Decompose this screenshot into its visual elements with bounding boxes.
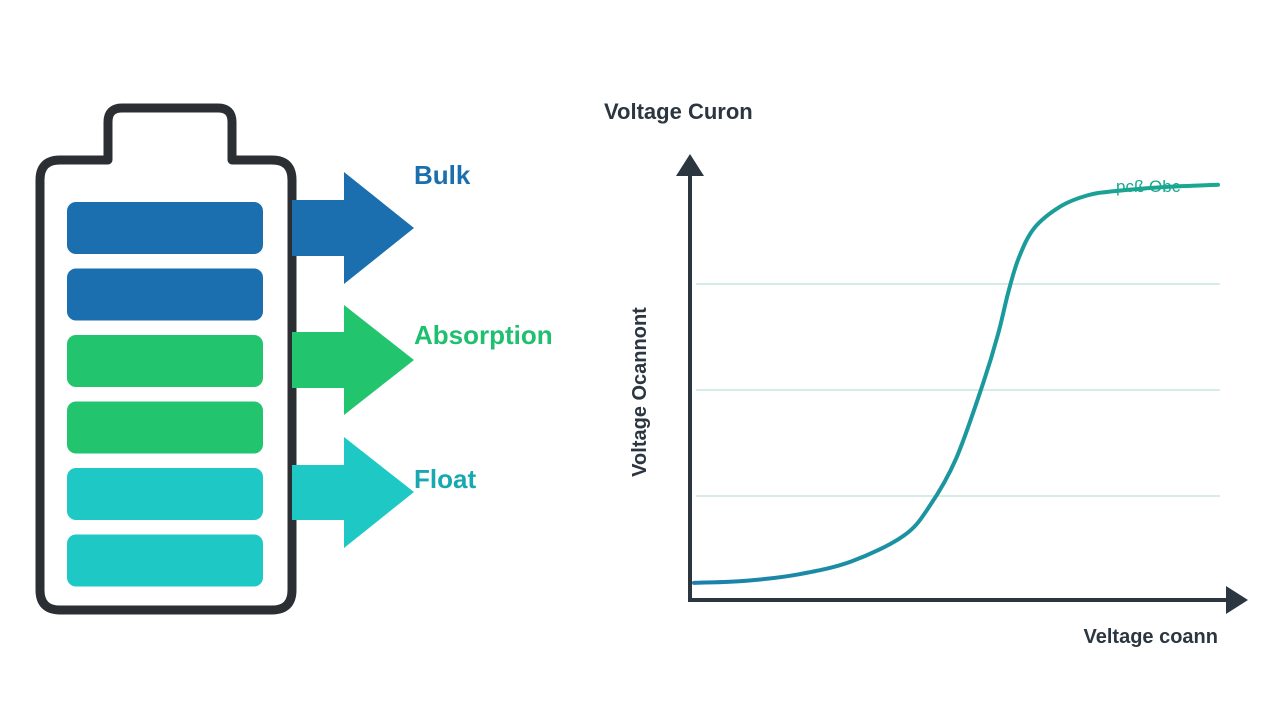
y-axis-label: Voltage Ocannont [629, 307, 651, 477]
stage-label-absorption: Absorption [414, 320, 553, 350]
voltage-curve [692, 182, 1220, 585]
stage-label-float: Float [414, 464, 476, 494]
x-axis-label: Veltage coann [1084, 626, 1219, 648]
chart-grid [696, 283, 1220, 497]
battery-cell-float [67, 468, 263, 520]
float-arrow [292, 437, 414, 548]
y-axis-arrowhead [676, 154, 704, 176]
battery-cell-absorption [67, 401, 263, 454]
voltage-chart: Voltage Curon pcß Obc Voltage Ocannont V… [604, 99, 1248, 648]
battery-cell-float [67, 534, 263, 587]
x-axis-arrowhead [1226, 586, 1248, 614]
curve-label: pcß Obc [1116, 177, 1181, 196]
battery-cell-absorption [67, 335, 263, 387]
absorption-arrow [292, 305, 414, 415]
battery-cells [67, 202, 263, 587]
battery-cell-bulk [67, 268, 263, 321]
chart-title: Voltage Curon [604, 99, 753, 124]
bulk-arrow [292, 172, 414, 284]
stage-label-bulk: Bulk [414, 160, 471, 190]
battery [35, 103, 297, 615]
stage-arrows [292, 172, 414, 548]
battery-cell-bulk [67, 202, 263, 254]
